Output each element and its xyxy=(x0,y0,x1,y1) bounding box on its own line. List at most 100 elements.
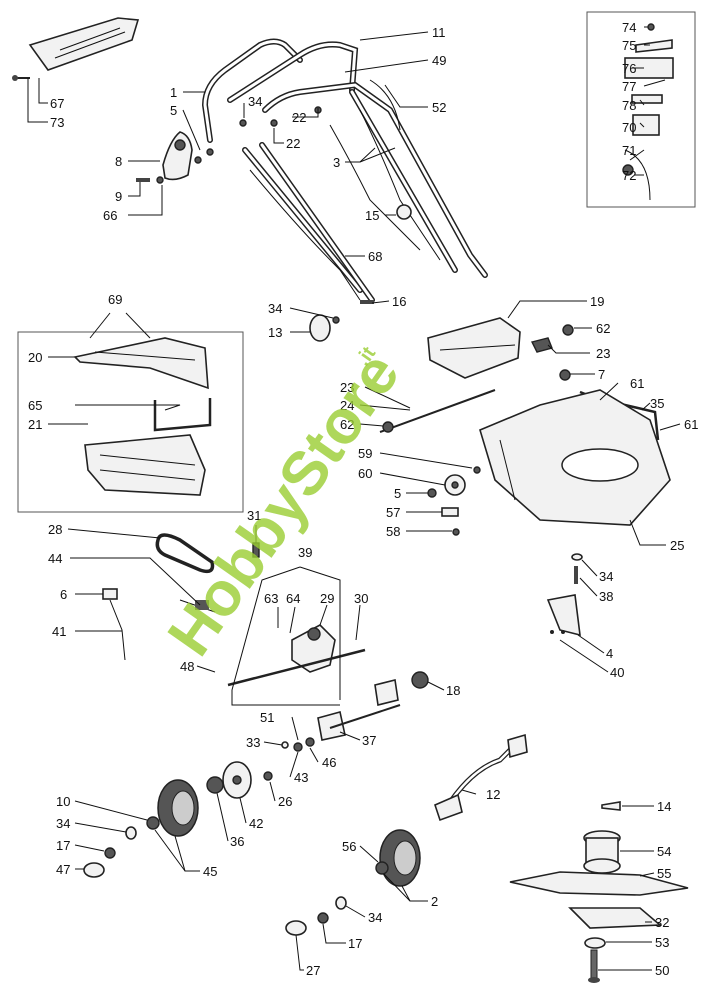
callout-label: 5 xyxy=(170,103,177,118)
part-12-cable xyxy=(434,733,528,822)
callout-label: 59 xyxy=(358,446,372,461)
callout-label: 34 xyxy=(248,94,262,109)
part-33-washer xyxy=(281,741,289,749)
callout-label: 34 xyxy=(56,816,70,831)
callout-label: 64 xyxy=(286,591,300,606)
callout-label: 58 xyxy=(386,524,400,539)
part-26-washer xyxy=(263,771,273,781)
part-2-rear-wheel xyxy=(379,829,421,887)
callout-label: 2 xyxy=(431,894,438,909)
callout-labels: 67 73 1 5 34 11 49 52 22 22 8 9 66 3 15 … xyxy=(28,20,698,978)
callout-label: 33 xyxy=(246,735,260,750)
part-17-nut-b xyxy=(317,912,329,924)
callout-label: 19 xyxy=(590,294,604,309)
leader-lines xyxy=(27,26,681,971)
callout-label: 4 xyxy=(606,646,613,661)
part-18-gear xyxy=(411,671,429,689)
part-67-handle-cover xyxy=(28,17,140,71)
part-47-cap xyxy=(83,862,105,878)
callout-label: 14 xyxy=(657,799,671,814)
part-34-washer-c xyxy=(571,553,583,561)
part-60-pulley xyxy=(444,474,466,496)
part-73-screw xyxy=(12,75,30,81)
callout-label: 65 xyxy=(28,398,42,413)
callout-label: 63 xyxy=(264,591,278,606)
callout-label: 28 xyxy=(48,522,62,537)
callout-label: 24 xyxy=(340,398,354,413)
part-17-nut-a xyxy=(104,847,116,859)
callout-label: 68 xyxy=(368,249,382,264)
callout-label: 41 xyxy=(52,624,66,639)
part-29-gearbox xyxy=(227,624,366,687)
part-59-screw xyxy=(473,466,481,474)
callout-label: 50 xyxy=(655,963,669,978)
callout-label: 5 xyxy=(394,486,401,501)
callout-label: 17 xyxy=(56,838,70,853)
callout-label: 75 xyxy=(622,38,636,53)
callout-label: 9 xyxy=(115,189,122,204)
part-32-plate xyxy=(568,907,663,929)
part-23-latch xyxy=(530,337,553,353)
part-62-nut-b xyxy=(382,421,394,433)
part-1-lower-handle xyxy=(201,38,375,303)
part-cables xyxy=(249,79,441,301)
callout-label: 23 xyxy=(596,346,610,361)
part-13-knob xyxy=(309,314,331,342)
callout-label: 67 xyxy=(50,96,64,111)
part-5-nut xyxy=(427,488,437,498)
callout-label: 26 xyxy=(278,794,292,809)
callout-label: 15 xyxy=(365,208,379,223)
callout-label: 47 xyxy=(56,862,70,877)
callout-label: 54 xyxy=(657,844,671,859)
callout-label: 45 xyxy=(203,864,217,879)
callout-label: 62 xyxy=(596,321,610,336)
part-37-axle xyxy=(317,679,401,741)
part-43-46-nuts xyxy=(293,742,303,752)
callout-label: 77 xyxy=(622,79,636,94)
callout-label: 73 xyxy=(50,115,64,130)
callout-label: 76 xyxy=(622,61,636,76)
callout-label: 44 xyxy=(48,551,62,566)
callout-label: 8 xyxy=(115,154,122,169)
callout-label: 53 xyxy=(655,935,669,950)
callout-label: 23 xyxy=(340,380,354,395)
callout-label: 31 xyxy=(247,508,261,523)
watermark: HobbyStore .it xyxy=(155,341,413,668)
callout-label: 55 xyxy=(657,866,671,881)
callout-label: 30 xyxy=(354,591,368,606)
part-rear-axle xyxy=(379,389,496,433)
part-53-washer xyxy=(584,937,606,949)
callout-label: 20 xyxy=(28,350,42,365)
part-45-front-wheel xyxy=(157,779,199,837)
part-34-washer-e xyxy=(335,896,347,910)
part-19-rear-flap xyxy=(427,317,521,379)
callout-label: 46 xyxy=(322,755,336,770)
callout-label: 51 xyxy=(260,710,274,725)
callout-label: 70 xyxy=(622,120,636,135)
callout-label: 34 xyxy=(368,910,382,925)
part-34-washer-d xyxy=(125,826,137,840)
part-14-key xyxy=(601,801,621,811)
part-58-screw xyxy=(452,528,460,536)
callout-label: 36 xyxy=(230,834,244,849)
callout-label: 27 xyxy=(306,963,320,978)
callout-label: 34 xyxy=(268,301,282,316)
part-20-bag-top xyxy=(73,337,209,390)
callout-label: 42 xyxy=(249,816,263,831)
callout-label: 21 xyxy=(28,417,42,432)
part-25-deck xyxy=(479,389,671,526)
callout-label: 78 xyxy=(622,98,636,113)
callout-label: 7 xyxy=(598,367,605,382)
callout-label: 29 xyxy=(320,591,334,606)
part-50-bolt xyxy=(588,949,600,983)
part-28-belt xyxy=(155,533,215,574)
part-46-nut xyxy=(305,737,315,747)
callout-label: 1 xyxy=(170,85,177,100)
callout-label: 39 xyxy=(298,545,312,560)
part-54-blade-hub xyxy=(583,830,621,874)
callout-label: 74 xyxy=(622,20,636,35)
part-44-cable xyxy=(179,599,216,613)
part-10-bushing xyxy=(146,816,160,830)
part-62-nut xyxy=(562,324,574,336)
